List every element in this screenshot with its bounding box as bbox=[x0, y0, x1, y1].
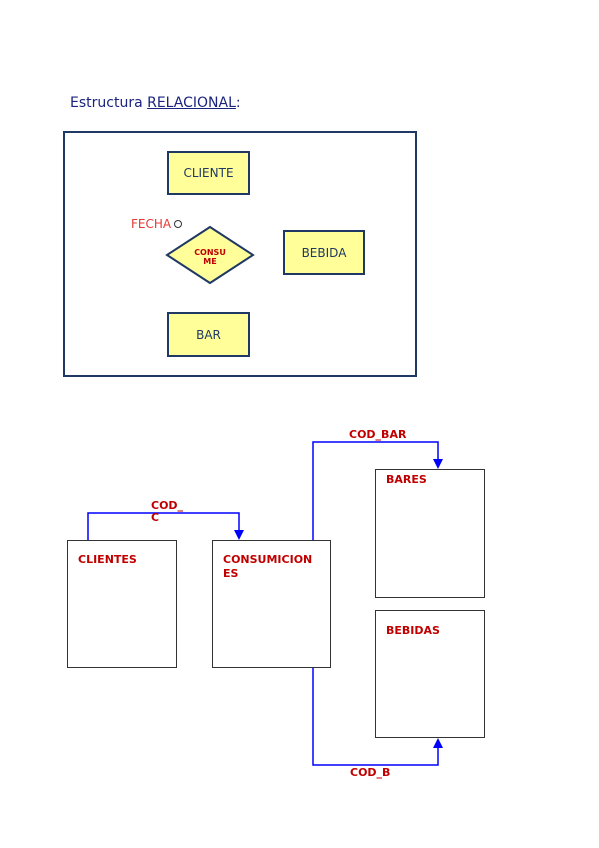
table-consumiciones-title: CONSUMICION ES bbox=[223, 553, 312, 581]
title-suffix: : bbox=[235, 95, 241, 111]
link-cod-b-label: COD_B bbox=[350, 766, 391, 779]
page-title: Estructura RELACIONAL: bbox=[70, 95, 241, 111]
link-cod-b-arrowhead bbox=[433, 738, 443, 748]
table-consumiciones-title-line2: ES bbox=[223, 567, 239, 580]
attribute-fecha-dot bbox=[174, 220, 182, 228]
table-bebidas-title: BEBIDAS bbox=[386, 624, 440, 637]
entity-bar: BAR bbox=[167, 312, 250, 357]
link-cod-c-label-line2: C bbox=[151, 511, 160, 524]
title-prefix: Estructura bbox=[70, 95, 148, 111]
attribute-fecha-label: FECHA bbox=[131, 217, 172, 231]
table-consumiciones bbox=[212, 540, 331, 668]
entity-cliente: CLIENTE bbox=[167, 151, 250, 195]
link-cod-c-label: COD_ C bbox=[151, 500, 183, 524]
table-bebidas bbox=[375, 610, 485, 738]
er-diagram-frame bbox=[63, 131, 417, 377]
table-consumiciones-title-line1: CONSUMICION bbox=[223, 553, 313, 566]
link-cod-c-label-line1: COD_ bbox=[151, 499, 184, 512]
link-cod-c-arrowhead bbox=[234, 530, 244, 540]
relationship-consume-label: CONSU ME bbox=[186, 248, 234, 266]
table-clientes bbox=[67, 540, 177, 668]
table-bares-title: BARES bbox=[386, 473, 427, 486]
entity-cliente-label: CLIENTE bbox=[183, 166, 234, 180]
entity-bebida: BEBIDA bbox=[283, 230, 365, 275]
link-cod-bar-label: COD_BAR bbox=[349, 428, 407, 441]
table-bares bbox=[375, 469, 485, 598]
link-cod-bar-arrowhead bbox=[433, 459, 443, 469]
relationship-label-line2: ME bbox=[203, 257, 217, 266]
relationship-consume-diamond bbox=[165, 225, 255, 285]
relationship-label-line1: CONSU bbox=[194, 248, 226, 257]
table-clientes-title: CLIENTES bbox=[78, 553, 137, 566]
title-underlined: RELACIONAL bbox=[147, 95, 236, 111]
entity-bar-label: BAR bbox=[196, 327, 221, 342]
link-cod-b-line bbox=[312, 668, 439, 766]
entity-bebida-label: BEBIDA bbox=[301, 245, 347, 260]
link-cod-bar-line bbox=[312, 441, 439, 540]
link-cod-c-line bbox=[87, 512, 240, 540]
